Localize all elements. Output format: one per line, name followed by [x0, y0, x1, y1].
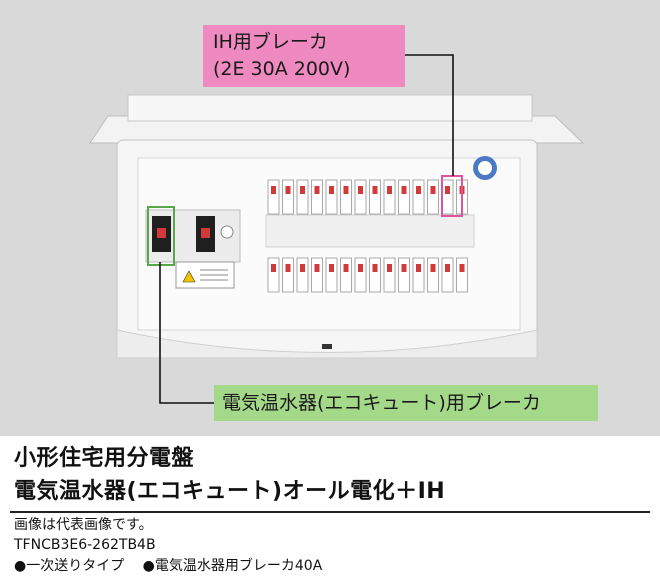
branch-breaker	[441, 179, 454, 215]
ecocute-highlight-box	[147, 206, 175, 266]
ih-callout-line1: IH用ブレーカ	[213, 31, 328, 53]
distribution-panel-illustration	[89, 54, 585, 404]
product-photo: IH用ブレーカ (2E 30A 200V) 電気温水器(エコキュート)用ブレーカ	[0, 0, 660, 436]
branch-breaker-toggle	[271, 186, 276, 194]
branch-breaker	[383, 179, 396, 215]
branch-breaker-row-top	[267, 179, 468, 215]
ih-breaker-callout: IH用ブレーカ (2E 30A 200V)	[203, 25, 405, 87]
branch-breaker	[456, 257, 468, 293]
branch-breaker-toggle	[416, 186, 421, 194]
branch-breaker-toggle	[430, 264, 436, 272]
branch-breaker-toggle	[358, 264, 363, 272]
branch-breaker-toggle	[329, 186, 334, 194]
branch-breaker	[354, 179, 367, 215]
branch-breaker-toggle	[416, 264, 421, 272]
branch-breaker-toggle	[329, 264, 334, 272]
branch-breaker	[441, 257, 454, 293]
branch-breaker	[369, 257, 381, 293]
branch-breaker-toggle	[445, 186, 450, 194]
panel-cover-top	[127, 94, 533, 122]
branch-breaker-toggle	[387, 264, 392, 272]
branch-breaker	[282, 179, 294, 215]
ecocute-leader-line	[159, 262, 214, 404]
panel-latch	[322, 344, 332, 349]
branch-breaker	[354, 257, 367, 293]
branch-breaker-toggle	[358, 186, 363, 194]
branch-breaker	[267, 179, 280, 215]
branch-breaker-row-bottom	[267, 257, 468, 293]
image-note: 画像は代表画像です。	[14, 517, 153, 533]
branch-breaker	[296, 179, 309, 215]
branch-breaker	[427, 179, 439, 215]
branch-breaker	[311, 257, 323, 293]
branch-breaker	[311, 179, 323, 215]
branch-breaker-toggle	[285, 264, 291, 272]
branch-breaker-toggle	[372, 186, 378, 194]
ih-highlight-box	[441, 175, 463, 217]
branch-breaker-toggle	[314, 264, 320, 272]
branch-breaker	[412, 257, 425, 293]
branch-breaker	[267, 257, 280, 293]
product-title: 小形住宅用分電盤	[14, 446, 195, 471]
ecocute-breaker-callout: 電気温水器(エコキュート)用ブレーカ	[214, 385, 598, 421]
branch-breaker-toggle	[387, 186, 392, 194]
branch-breaker-toggle	[314, 186, 320, 194]
branch-breaker	[412, 179, 425, 215]
branch-breaker-toggle	[445, 264, 450, 272]
spec-list: ●一次送りタイプ ●電気温水器用ブレーカ40A	[14, 557, 336, 575]
branch-breaker-toggle	[401, 186, 407, 194]
branch-breaker	[340, 179, 352, 215]
model-number: TFNCB3E6-262TB4B	[14, 537, 156, 553]
branch-breaker	[340, 257, 352, 293]
branch-breaker	[296, 257, 309, 293]
branch-breaker-toggle	[459, 264, 465, 272]
spec-item: ●一次送りタイプ	[14, 558, 125, 574]
branch-breaker-toggle	[300, 264, 305, 272]
branch-breaker-toggle	[430, 186, 436, 194]
ih-callout-line2: (2E 30A 200V)	[213, 58, 351, 80]
branch-breaker-toggle	[401, 264, 407, 272]
branch-breaker-toggle	[343, 186, 349, 194]
branch-breaker	[398, 179, 410, 215]
branch-breaker-toggle	[300, 186, 305, 194]
branch-breaker-toggle	[285, 186, 291, 194]
branch-breaker-toggle	[271, 264, 276, 272]
branch-breaker	[383, 257, 396, 293]
product-subtitle: 電気温水器(エコキュート)オール電化＋IH	[14, 479, 446, 504]
branch-breaker	[325, 179, 338, 215]
branch-breaker	[282, 257, 294, 293]
branch-breaker-toggle	[372, 264, 378, 272]
divider	[10, 511, 650, 513]
warning-icon	[182, 270, 196, 283]
label-strip	[265, 214, 475, 248]
branch-breaker	[427, 257, 439, 293]
branch-breaker-toggle	[343, 264, 349, 272]
panel-bottom-curve	[116, 329, 538, 359]
branch-breaker	[369, 179, 381, 215]
spec-item: ●電気温水器用ブレーカ40A	[142, 558, 323, 574]
branch-breaker	[325, 257, 338, 293]
ih-leader-line	[405, 54, 454, 176]
branch-breaker	[398, 257, 410, 293]
